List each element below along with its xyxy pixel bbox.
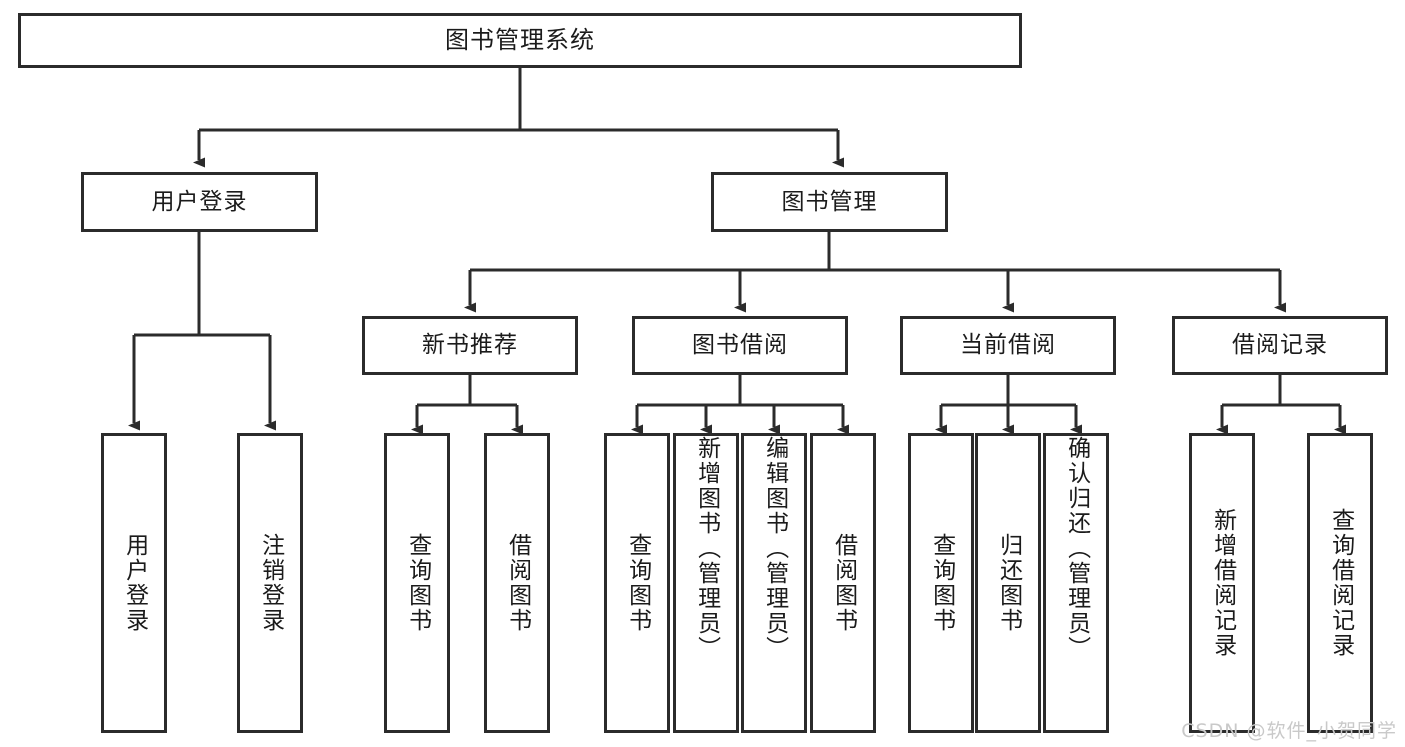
leaf-current-borrow-confirm-return[interactable]: 确认归还（管理员）: [1043, 433, 1109, 733]
leaf-user-login-logout[interactable]: 注销登录: [237, 433, 303, 733]
node-book-management[interactable]: 图书管理: [711, 172, 948, 232]
leaf-label: 借阅图书: [830, 533, 857, 633]
node-borrow-record[interactable]: 借阅记录: [1172, 316, 1388, 375]
node-new-book-recommend[interactable]: 新书推荐: [362, 316, 578, 375]
leaf-new-book-query[interactable]: 查询图书: [384, 433, 450, 733]
node-root[interactable]: 图书管理系统: [18, 13, 1022, 68]
node-borrow-record-label: 借阅记录: [1232, 332, 1328, 359]
leaf-user-login-login[interactable]: 用户登录: [101, 433, 167, 733]
leaf-book-borrow-add[interactable]: 新增图书（管理员）: [673, 433, 739, 733]
leaf-current-borrow-return[interactable]: 归还图书: [975, 433, 1041, 733]
node-root-label: 图书管理系统: [445, 25, 595, 54]
leaf-book-borrow-borrow[interactable]: 借阅图书: [810, 433, 876, 733]
watermark: CSDN @软件_小贺同学: [1181, 720, 1397, 742]
leaf-label: 新增借阅记录: [1209, 508, 1236, 658]
leaf-label: 借阅图书: [504, 533, 531, 633]
node-user-login[interactable]: 用户登录: [81, 172, 318, 232]
node-book-borrow-label: 图书借阅: [692, 332, 788, 359]
leaf-book-borrow-edit[interactable]: 编辑图书（管理员）: [741, 433, 807, 733]
node-new-book-recommend-label: 新书推荐: [422, 332, 518, 359]
leaf-label: 查询借阅记录: [1327, 508, 1354, 658]
leaf-borrow-record-add[interactable]: 新增借阅记录: [1189, 433, 1255, 733]
leaf-label: 编辑图书（管理员）: [761, 436, 788, 661]
leaf-book-borrow-query[interactable]: 查询图书: [604, 433, 670, 733]
node-current-borrow[interactable]: 当前借阅: [900, 316, 1116, 375]
leaf-borrow-record-query[interactable]: 查询借阅记录: [1307, 433, 1373, 733]
leaf-label: 注销登录: [257, 533, 284, 633]
leaf-new-book-borrow[interactable]: 借阅图书: [484, 433, 550, 733]
leaf-label: 查询图书: [404, 533, 431, 633]
leaf-label: 归还图书: [995, 533, 1022, 633]
leaf-label: 用户登录: [121, 533, 148, 633]
node-book-borrow[interactable]: 图书借阅: [632, 316, 848, 375]
leaf-label: 查询图书: [624, 533, 651, 633]
leaf-label: 新增图书（管理员）: [693, 436, 720, 661]
node-current-borrow-label: 当前借阅: [960, 332, 1056, 359]
node-user-login-label: 用户登录: [151, 188, 248, 215]
leaf-label: 查询图书: [928, 533, 955, 633]
node-book-management-label: 图书管理: [781, 188, 878, 215]
leaf-label: 确认归还（管理员）: [1063, 436, 1090, 661]
leaf-current-borrow-query[interactable]: 查询图书: [908, 433, 974, 733]
